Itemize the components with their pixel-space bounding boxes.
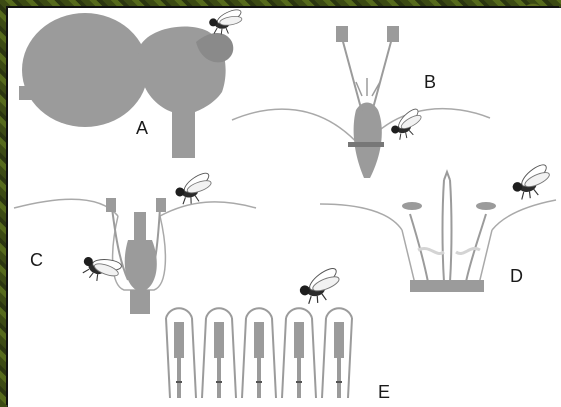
- panel-label-c: C: [30, 250, 43, 271]
- panel-a-drawing: [19, 8, 243, 158]
- panel-label-e: E: [378, 382, 390, 403]
- panel-c-drawing: [14, 169, 256, 314]
- pollination-diagram: [8, 8, 561, 407]
- panel-b-drawing: [232, 26, 490, 178]
- panel-e-drawing: [166, 264, 352, 398]
- panel-label-a: A: [136, 118, 148, 139]
- panel-label-d: D: [510, 266, 523, 287]
- panel-label-b: B: [424, 72, 436, 93]
- diagram-panel: A B C D E: [8, 8, 561, 407]
